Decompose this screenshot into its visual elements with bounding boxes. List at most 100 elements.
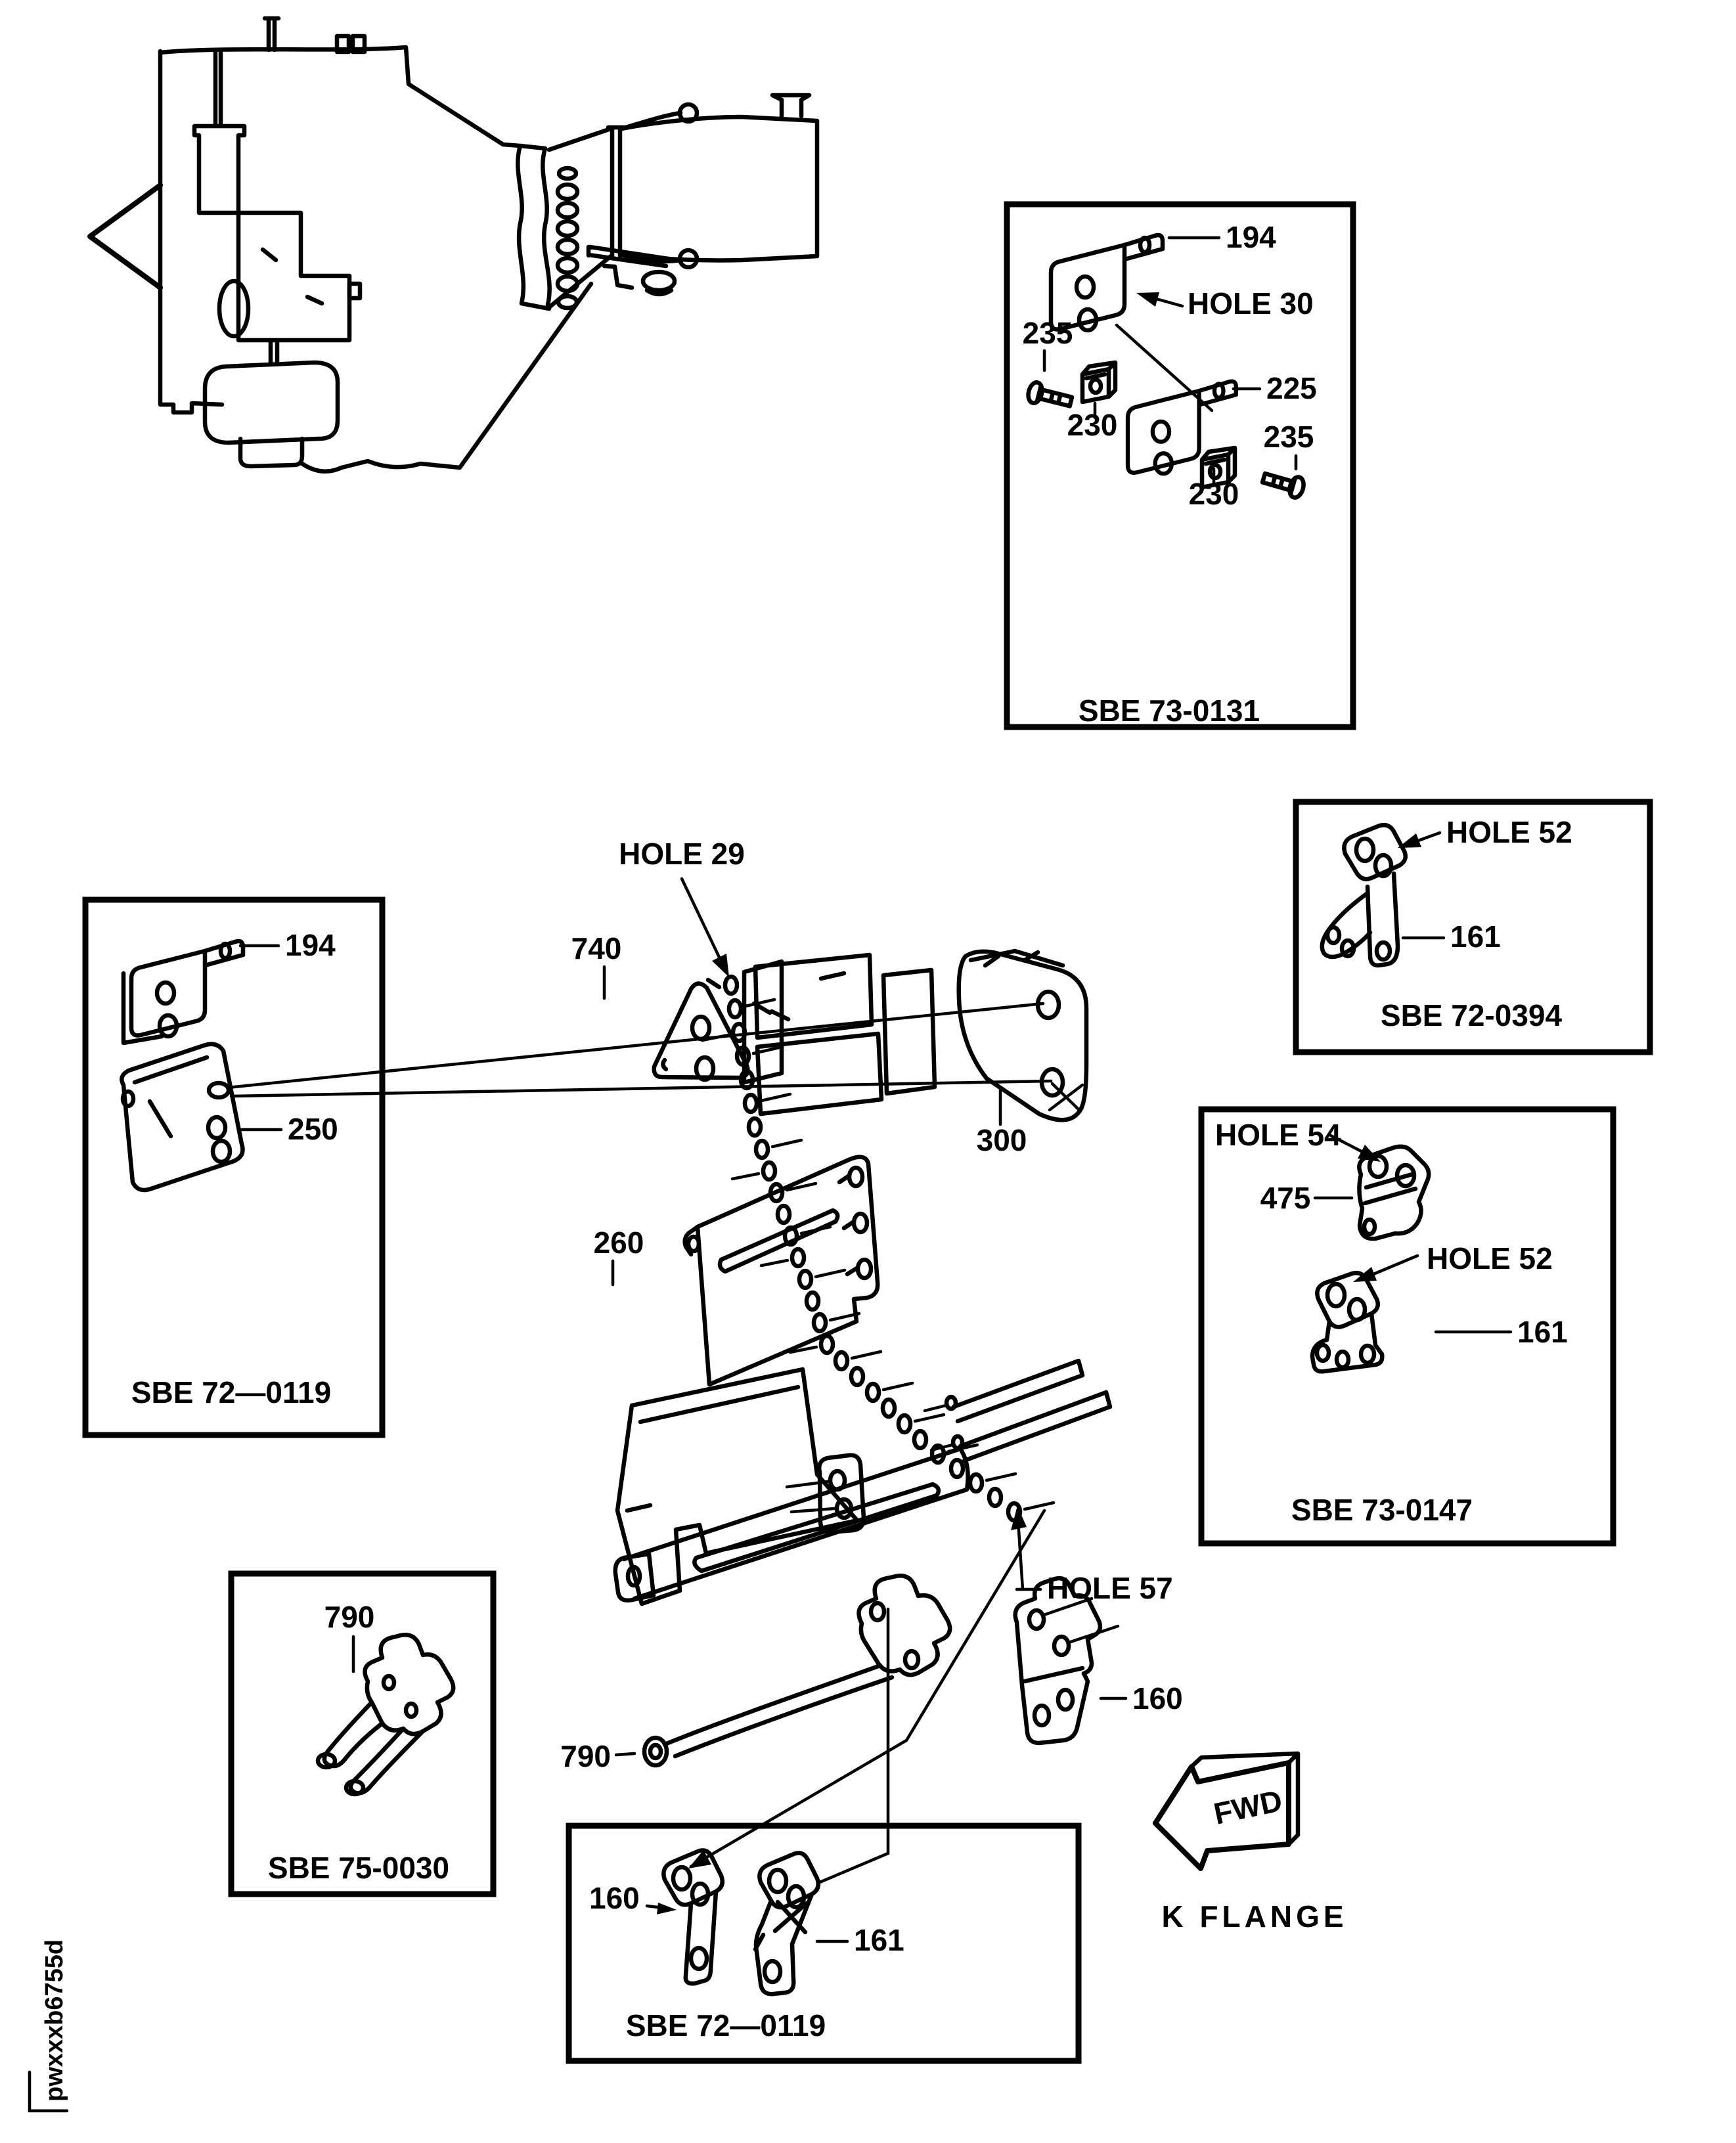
- label-230a: 230: [1067, 408, 1118, 442]
- label-740: 740: [571, 931, 622, 965]
- support-bracket-260: [613, 1155, 970, 1606]
- panel-ticks: [769, 971, 847, 1022]
- bracket-160-main: [1013, 1576, 1120, 1746]
- housing-cap: [217, 278, 251, 339]
- nut-block-230a: [1080, 360, 1118, 405]
- k-flange-label: K FLANGE: [1161, 1899, 1347, 1933]
- bolt-235b: [1260, 471, 1306, 500]
- long-leader-upper: [226, 1002, 1045, 1090]
- label-260: 260: [594, 1226, 644, 1260]
- bracket-740: [652, 981, 750, 1082]
- box-border: [82, 896, 386, 1438]
- box-title: SBE 72-0394: [1381, 998, 1563, 1032]
- pump-drive-rod: [213, 47, 223, 129]
- housing-detail: [260, 247, 324, 306]
- bracket-225: [1125, 379, 1239, 476]
- bracket-161: [1310, 1271, 1385, 1374]
- panel-tall: [881, 967, 937, 1096]
- label-160: 160: [1132, 1681, 1183, 1715]
- doubler-bars: [923, 1358, 1113, 1463]
- exhaust-stub-arc: [644, 288, 674, 297]
- label-790: 790: [324, 1600, 375, 1634]
- callout-box-sbe-73-0131: 194 HOLE 30 235 230 225 235: [1004, 201, 1356, 730]
- label-161: 161: [854, 1923, 904, 1957]
- compressor-rings: [555, 166, 580, 311]
- label-hole54: HOLE 54: [1215, 1118, 1341, 1152]
- lower-strake: [586, 244, 671, 290]
- rivet-hole-chain: [723, 974, 1023, 1523]
- label-250: 250: [288, 1112, 338, 1146]
- box-title: SBE 73-0147: [1291, 1493, 1473, 1527]
- label-hole52: HOLE 52: [1427, 1241, 1553, 1275]
- bracket-160: [661, 1848, 724, 1986]
- bracket-194: [1048, 232, 1165, 333]
- label-300: 300: [977, 1123, 1027, 1157]
- box-title: SBE 73-0131: [1079, 694, 1260, 728]
- arrowhead-160: [657, 1903, 677, 1914]
- intake-lip: [501, 142, 552, 311]
- box-border: [1293, 799, 1653, 1055]
- drawing-code: pwxxxb6755d: [41, 1939, 68, 2102]
- box-title: SBE 75-0030: [268, 1851, 449, 1885]
- label-hole57: HOLE 57: [1047, 1571, 1173, 1605]
- frame-strut: [546, 125, 627, 310]
- label-194: 194: [285, 928, 336, 962]
- label-hole29: HOLE 29: [619, 837, 745, 871]
- bracket-194: [129, 939, 246, 1039]
- fwd-arrow-3d-facets: [1189, 1751, 1301, 1847]
- arrowhead-bracket-160: [688, 1850, 711, 1868]
- top-fitting-b: [350, 33, 367, 55]
- lower-shaft: [268, 338, 280, 365]
- bracket-300: [956, 948, 1089, 1122]
- link-790: [315, 1633, 456, 1797]
- link-790-main: [642, 1574, 952, 1768]
- backing-strip: [121, 971, 164, 1046]
- arrowhead-hole57: [1011, 1506, 1027, 1530]
- label-194: 194: [1226, 220, 1276, 254]
- long-leader-lower: [229, 1079, 1053, 1098]
- drum-fin: [770, 93, 812, 120]
- label-790: 790: [560, 1739, 611, 1773]
- housing-tab: [347, 281, 363, 301]
- index-x-mark: [1048, 1082, 1084, 1113]
- arrowhead-hole52: [1398, 833, 1421, 848]
- leader-to-bracket-161: [818, 1607, 890, 1884]
- callout-box-sbe-72-0394: HOLE 52 161 SBE 72-0394: [1293, 799, 1653, 1055]
- firewall-outline: [158, 45, 506, 147]
- bracket-250: [120, 1042, 245, 1193]
- antenna-mast: [262, 16, 281, 53]
- box-border: [1004, 201, 1356, 730]
- label-161: 161: [1517, 1315, 1568, 1349]
- strip-plate: [742, 959, 784, 1085]
- label-230b: 230: [1189, 477, 1239, 511]
- leader-to-bracket-160: [689, 1509, 1046, 1868]
- bracket-161: [1320, 823, 1408, 968]
- rivet-dashes: [700, 998, 1056, 1511]
- cowl-curves: [619, 110, 683, 264]
- box-title: SBE 72—0119: [626, 2008, 826, 2043]
- label-161: 161: [1450, 919, 1501, 954]
- aft-drum: [619, 114, 820, 263]
- callout-box-sbe-75-0030: 790 SBE 75-0030: [228, 1570, 497, 1897]
- accessory-housing: [236, 210, 352, 343]
- callout-box-sbe-72-0119-bottom: 160 161 SBE 72—0119: [566, 1823, 1082, 2064]
- bolt-235a: [1026, 380, 1075, 409]
- box-border: [566, 1823, 1082, 2064]
- exhaust-stub: [640, 269, 677, 293]
- callout-box-sbe-73-0147: HOLE 54 475 HOLE 52 161 SBE 73-0147: [1198, 1106, 1616, 1547]
- label-475: 475: [1260, 1181, 1311, 1215]
- fwd-direction-indicator: FWD K FLANGE: [1153, 1751, 1347, 1933]
- label-235b: 235: [1264, 420, 1314, 454]
- pod-lip: [238, 436, 305, 469]
- leader-790: [614, 1752, 636, 1757]
- firewall-left-wall: [158, 49, 225, 415]
- leader-hole29: [680, 877, 724, 966]
- drawing-code-block: pwxxxb6755d: [28, 1939, 69, 2113]
- panel-upper: [753, 952, 874, 1040]
- pump-cylinder: [192, 123, 247, 215]
- top-fitting-a: [334, 33, 351, 55]
- panel-lower: [755, 1031, 884, 1116]
- bracket-161: [753, 1851, 820, 1997]
- engine-illustration: [87, 16, 820, 474]
